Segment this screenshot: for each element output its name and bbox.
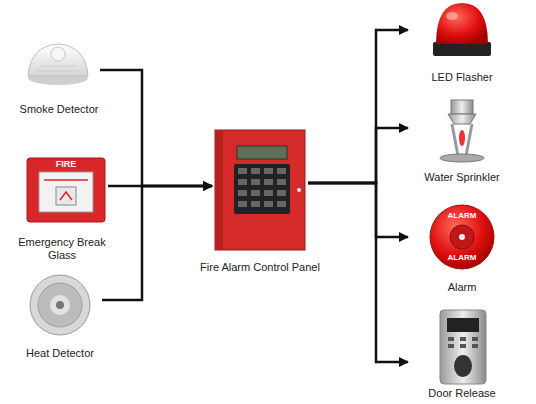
device-label: LED Flasher (408, 71, 516, 84)
heat-detector-icon (30, 275, 90, 335)
signal-connector (308, 30, 408, 183)
device-label: Water Sprinkler (408, 171, 516, 184)
device-label: Door Release (408, 387, 516, 400)
signal-connector (308, 183, 408, 362)
device-label: Fire Alarm Control Panel (182, 261, 338, 274)
door-release-icon (440, 310, 486, 384)
led-flasher-icon (433, 3, 491, 56)
alarm-bell-icon (430, 205, 494, 269)
device-label: Heat Detector (18, 347, 102, 360)
sprinkler-icon (440, 100, 484, 162)
device-label: Smoke Detector (18, 103, 100, 116)
signal-connector (108, 185, 212, 188)
input-device: Smoke Detector (18, 38, 100, 116)
device-label: Emergency Break Glass (16, 236, 108, 262)
control-panel: Fire Alarm Control Panel (212, 128, 308, 274)
break-glass-icon (27, 158, 105, 222)
signal-connector (308, 183, 408, 237)
printed-marking: ALARM (437, 211, 487, 221)
signal-connector (100, 70, 212, 186)
signal-connector (308, 128, 408, 183)
output-device: Water Sprinkler (408, 96, 516, 184)
device-label: Alarm (408, 281, 516, 294)
output-device: LED Flasher (408, 0, 516, 84)
signal-connector (102, 186, 212, 300)
control-panel-icon (215, 130, 305, 250)
printed-marking: ALARM (437, 253, 487, 263)
input-device: Emergency Break Glass (16, 156, 108, 262)
input-device: Heat Detector (18, 272, 102, 360)
output-device: Door Release (408, 305, 516, 400)
printed-marking: FIRE (46, 159, 86, 170)
smoke-detector-icon (28, 44, 88, 85)
